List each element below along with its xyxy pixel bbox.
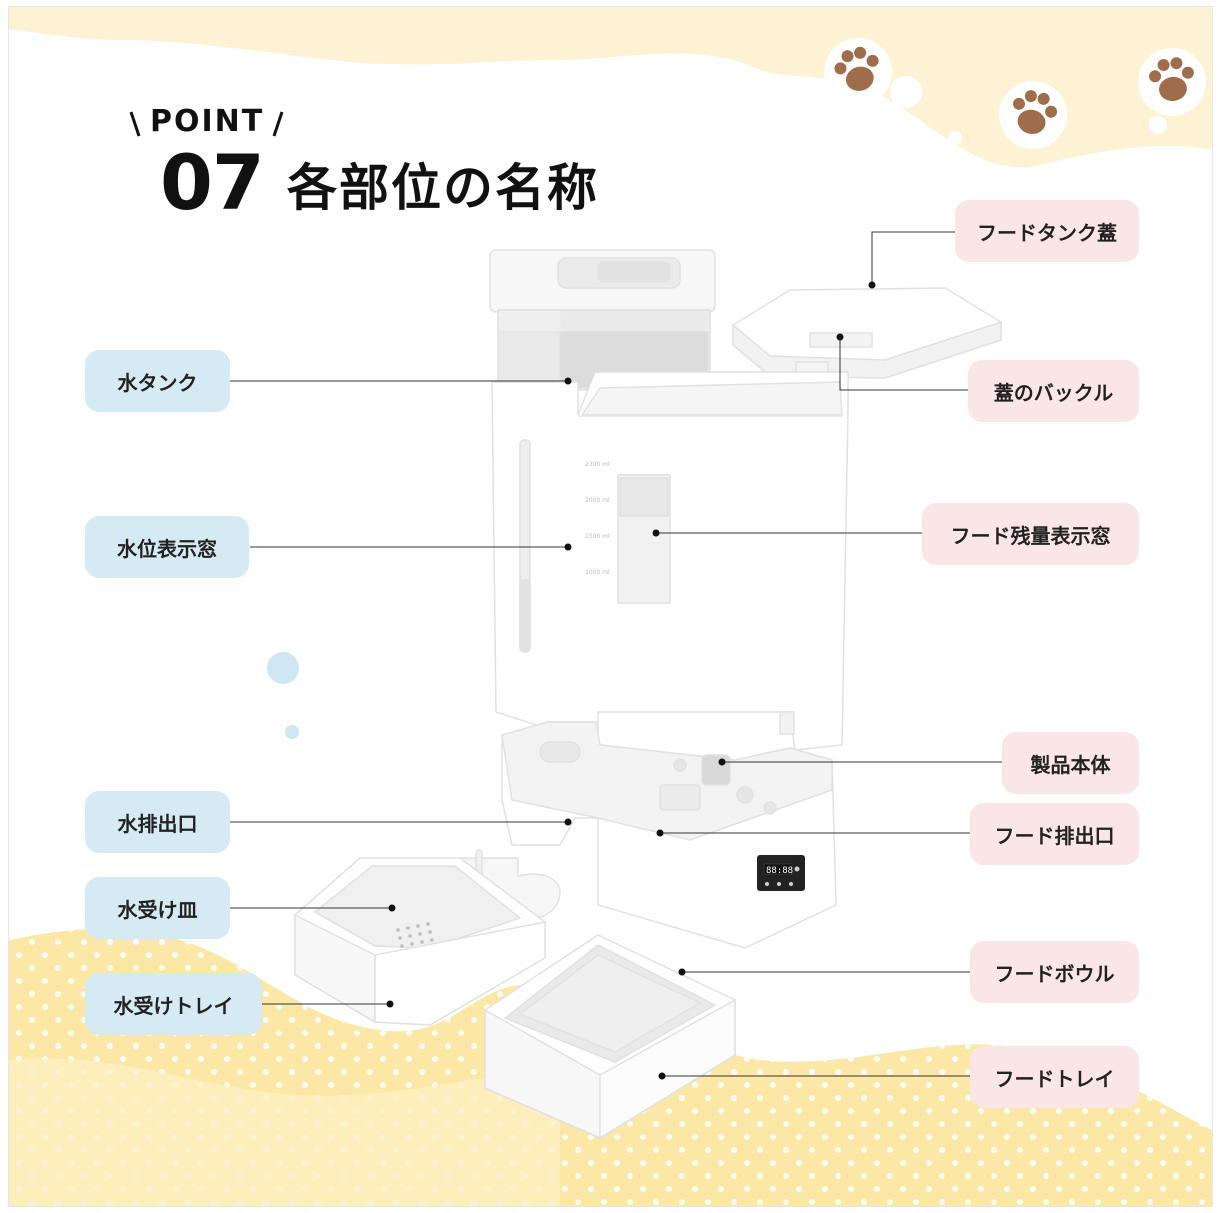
label-food-level-window: フード残量表示窓 xyxy=(922,503,1139,565)
decor-circle xyxy=(948,131,962,145)
point-kicker: POINT xyxy=(150,104,264,139)
display-digits: 88:88 xyxy=(766,866,793,876)
decor-circle xyxy=(267,652,299,684)
product-illustration xyxy=(294,249,1002,1140)
kicker-slashes xyxy=(129,111,284,137)
label-food-bowl: フードボウル xyxy=(970,941,1139,1003)
paw-icon xyxy=(999,81,1067,149)
label-water-dish: 水受け皿 xyxy=(85,877,230,939)
frame xyxy=(8,6,1213,1207)
label-product-body: 製品本体 xyxy=(1002,732,1139,794)
scale-mark: 1000 ml xyxy=(585,569,610,576)
label-water-tank: 水タンク xyxy=(85,350,230,412)
scale-mark: 2300 ml xyxy=(585,461,610,468)
decor-circle xyxy=(285,725,299,739)
label-food-tank-lid: フードタンク蓋 xyxy=(955,200,1139,262)
label-water-tray: 水受けトレイ xyxy=(85,973,262,1035)
label-lid-buckle: 蓋のバックル xyxy=(968,360,1139,422)
label-water-level-window: 水位表示窓 xyxy=(85,516,249,578)
scale-mark: 1500 ml xyxy=(585,533,610,540)
decor-circle xyxy=(890,76,922,108)
point-kicker-text: POINT xyxy=(150,104,265,139)
label-food-tray: フードトレイ xyxy=(970,1046,1139,1108)
scale-mark: 2000 ml xyxy=(585,497,610,504)
page-title: 各部位の名称 xyxy=(287,159,599,217)
top-wave xyxy=(9,7,1212,168)
paw-icon xyxy=(1138,48,1206,116)
leader-dots xyxy=(386,281,876,1080)
leader-lines xyxy=(230,231,1002,1077)
bottom-wave-light xyxy=(9,1058,560,1206)
label-water-outlet: 水排出口 xyxy=(85,791,230,853)
paw-icon xyxy=(824,38,892,106)
decor-circle xyxy=(1149,116,1167,134)
label-food-outlet: フード排出口 xyxy=(970,803,1139,865)
point-number: 07 xyxy=(160,138,265,227)
